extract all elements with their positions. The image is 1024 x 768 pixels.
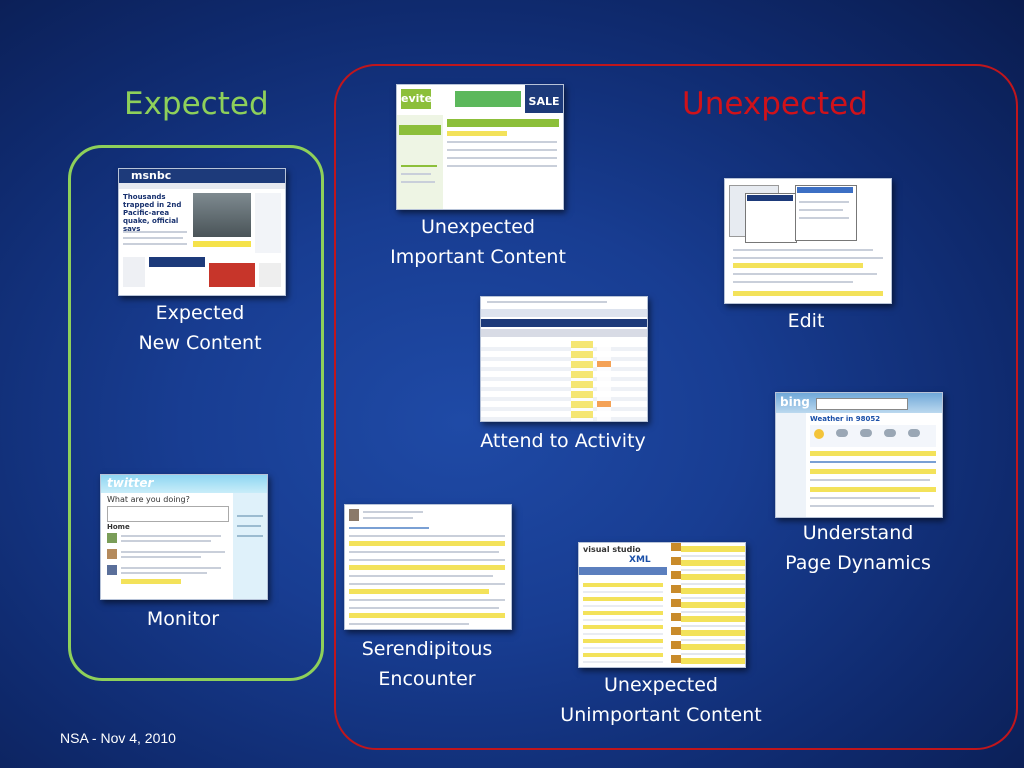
evite-thumbnail: evite SALE: [396, 84, 564, 210]
twitter-logo: twitter: [107, 476, 154, 490]
bing-thumbnail: bing Weather in 98052: [775, 392, 943, 518]
msnbc-headline: Thousands trapped in 2nd Pacific-area qu…: [123, 193, 182, 233]
twitter-prompt: What are you doing?: [107, 495, 190, 504]
forum-thumbnail: [480, 296, 648, 422]
unexpected-unimportant-content-caption: Unexpected Unimportant Content: [560, 674, 762, 726]
bing-logo: bing: [780, 395, 810, 409]
twitter-home: Home: [107, 523, 130, 531]
unexpected-panel: [334, 64, 1018, 750]
unexpected-heading: Unexpected: [682, 86, 868, 122]
expected-heading: Expected: [124, 86, 269, 122]
footer-text: NSA - Nov 4, 2010: [60, 730, 176, 746]
visualstudio-subtitle: XML: [629, 555, 651, 565]
msnbc-logo: msnbc: [131, 169, 172, 182]
serendipitous-encounter-caption: Serendipitous Encounter: [361, 638, 493, 690]
visualstudio-title: visual studio: [583, 545, 641, 554]
unexpected-important-content-caption: Unexpected Important Content: [390, 216, 566, 268]
paper-thumbnail: [344, 504, 512, 630]
msnbc-thumbnail: msnbc Thousands trapped in 2nd Pacific-a…: [118, 168, 286, 296]
attend-to-activity-caption: Attend to Activity: [480, 430, 646, 452]
monitor-caption: Monitor: [146, 608, 220, 630]
expected-panel: [68, 145, 324, 681]
edit-thumbnail: [724, 178, 892, 304]
evite-logo: evite: [401, 89, 432, 109]
bing-title: Weather in 98052: [810, 415, 881, 423]
twitter-thumbnail: twitter What are you doing? Home: [100, 474, 268, 600]
evite-ad: SALE: [525, 85, 563, 113]
expected-new-content-caption: Expected New Content: [138, 302, 262, 354]
understand-page-dynamics-caption: Understand Page Dynamics: [785, 522, 931, 574]
visualstudio-thumbnail: visual studio XML: [578, 542, 746, 668]
edit-caption: Edit: [787, 310, 825, 332]
